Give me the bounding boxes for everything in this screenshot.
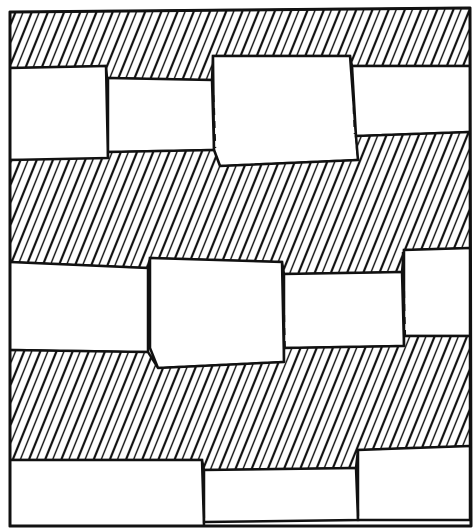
white-block (108, 78, 214, 152)
white-block (352, 66, 470, 136)
white-block (213, 56, 358, 166)
white-block (10, 460, 204, 526)
white-block (10, 262, 148, 352)
white-block (284, 272, 404, 348)
white-block (358, 446, 470, 520)
white-block (204, 468, 358, 522)
white-block (404, 248, 470, 336)
white-block (150, 258, 284, 368)
white-block (10, 66, 108, 160)
